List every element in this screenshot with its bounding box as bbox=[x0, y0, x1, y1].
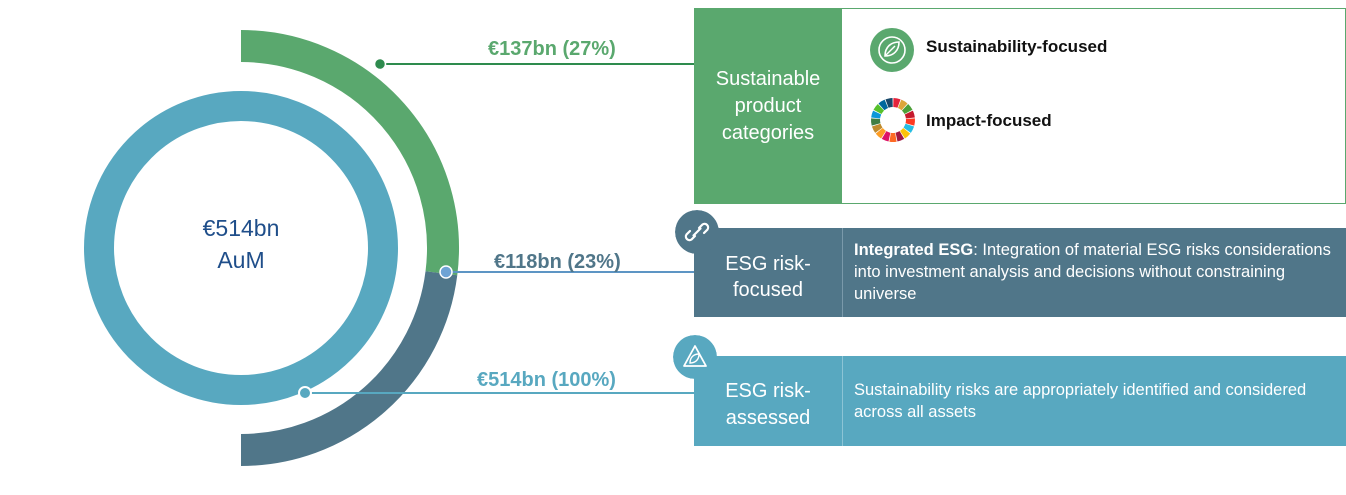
focused-category-label: ESG risk-focused bbox=[725, 252, 811, 301]
sdg-wheel-segment bbox=[893, 98, 901, 108]
sdg-wheel-segment bbox=[871, 110, 882, 119]
sdg-wheel-segment bbox=[878, 99, 889, 111]
focused-desc-text: : Integration of material ESG risks cons… bbox=[854, 241, 1331, 303]
focused-description: Integrated ESG: Integration of material … bbox=[842, 228, 1346, 317]
sdg-wheel-segment bbox=[897, 99, 908, 111]
sustainable-arc bbox=[240, 30, 459, 276]
assessed-description: Sustainability risks are appropriately i… bbox=[842, 356, 1346, 446]
focused-desc-bold: Integrated ESG bbox=[854, 241, 974, 259]
sdg-wheel-segment bbox=[889, 132, 897, 142]
sdg-wheel-segment bbox=[875, 128, 886, 139]
assessed-desc-text: Sustainability risks are appropriately i… bbox=[854, 381, 1307, 421]
sustainable-category-label: Sustainable product categories bbox=[715, 67, 821, 144]
value-label-assessed: €514bn (100%) bbox=[477, 369, 616, 391]
sdg-wheel-segment bbox=[904, 110, 915, 119]
leaf-icon bbox=[870, 28, 914, 72]
focused-category: ESG risk-focused bbox=[694, 228, 842, 317]
aum-unit: AuM bbox=[217, 247, 265, 273]
sdg-wheel-icon bbox=[871, 98, 915, 142]
leaf-warning-icon bbox=[673, 335, 717, 379]
legend-sustainability-focused: Sustainability-focused bbox=[926, 37, 1108, 56]
legend-impact-focused: Impact-focused bbox=[926, 111, 1052, 130]
connector-dot-assessed bbox=[298, 386, 312, 400]
esg-risk-focused-arc bbox=[240, 271, 458, 466]
sdg-wheel-segment bbox=[871, 118, 881, 126]
sdg-wheel-segment bbox=[900, 128, 911, 139]
sdg-wheel-segment bbox=[871, 123, 883, 133]
aum-amount: €514bn bbox=[202, 215, 280, 241]
assessed-category-label: ESG risk-assessed bbox=[725, 380, 811, 429]
assessed-category: ESG risk-assessed bbox=[694, 356, 842, 446]
value-label-focused: €118bn (23%) bbox=[494, 251, 621, 273]
link-icon bbox=[675, 210, 719, 254]
sdg-wheel-segment bbox=[901, 104, 913, 114]
connector-dot-focused bbox=[439, 265, 453, 279]
sdg-wheel-segment bbox=[905, 118, 915, 126]
sdg-wheel-segment bbox=[873, 104, 885, 114]
sdg-wheel-segment bbox=[885, 98, 893, 108]
sdg-wheel-segment bbox=[895, 131, 905, 142]
sdg-wheel-segment bbox=[903, 123, 915, 133]
aum-ring bbox=[84, 91, 398, 405]
connector-dot-sustainable bbox=[373, 57, 387, 71]
value-label-sustainable: €137bn (27%) bbox=[488, 38, 616, 60]
sustainable-category: Sustainable product categories bbox=[694, 8, 842, 204]
sdg-wheel-segment bbox=[881, 131, 891, 142]
